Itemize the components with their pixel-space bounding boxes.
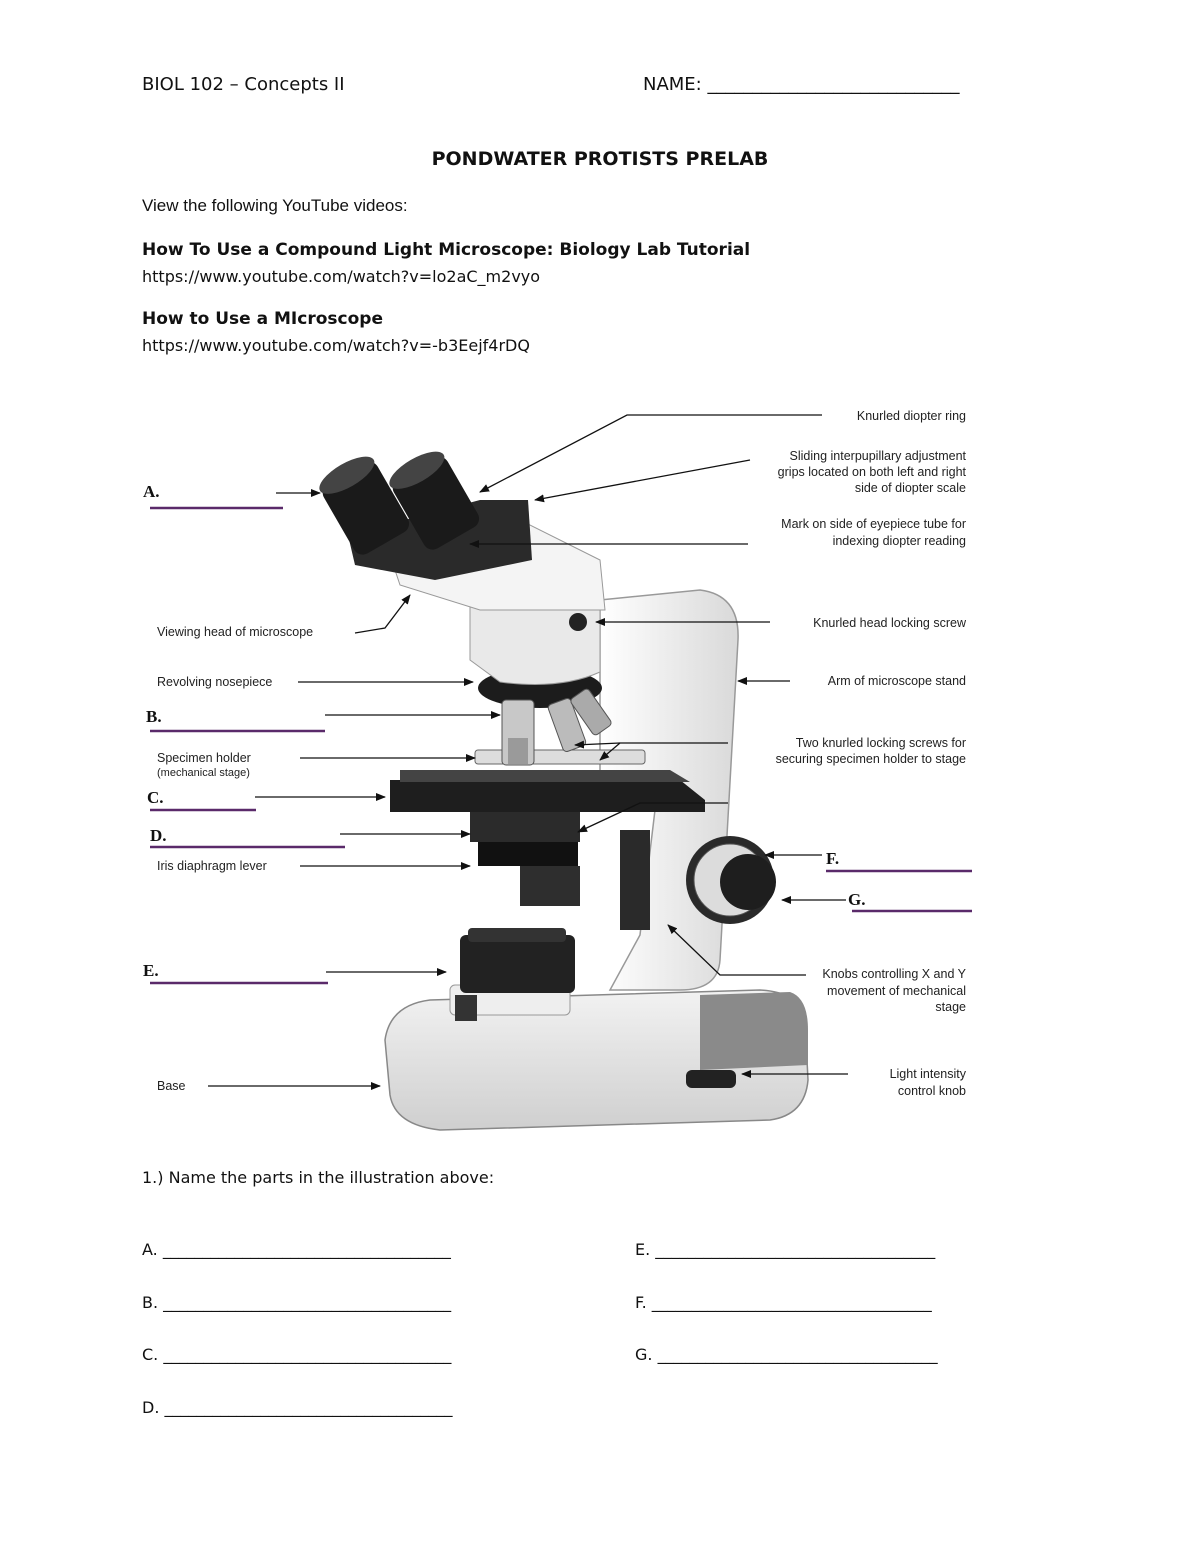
label-knobs-xy-1: Knobs controlling X and Y — [822, 967, 966, 981]
video-url-1[interactable]: https://www.youtube.com/watch?v=lo2aC_m2… — [142, 267, 541, 286]
label-g: G. — [848, 890, 865, 909]
answer-a[interactable]: A. ____________________________________ — [142, 1240, 451, 1259]
label-specimen-holder: Specimen holder — [157, 751, 251, 765]
label-mechanical-stage: (mechanical stage) — [157, 767, 250, 779]
video-title-1: How To Use a Compound Light Microscope: … — [142, 240, 751, 260]
question-prompt: 1.) Name the parts in the illustration a… — [142, 1168, 495, 1187]
label-f: F. — [826, 849, 839, 868]
label-b: B. — [146, 707, 162, 726]
label-knobs-xy-3: stage — [935, 1000, 966, 1014]
label-interpupillary-2: grips located on both left and right — [778, 465, 967, 479]
label-c: C. — [147, 788, 164, 807]
page-title: PONDWATER PROTISTS PRELAB — [431, 148, 769, 170]
label-a: A. — [143, 482, 160, 501]
label-diopter-ring: Knurled diopter ring — [857, 409, 966, 423]
video-url-2[interactable]: https://www.youtube.com/watch?v=-b3Eejf4… — [142, 336, 530, 355]
label-interpupillary-1: Sliding interpupillary adjustment — [790, 449, 967, 463]
label-locking-screws-2: securing specimen holder to stage — [776, 752, 966, 766]
answer-b[interactable]: B. ____________________________________ — [142, 1293, 452, 1312]
label-base: Base — [157, 1079, 186, 1093]
label-nosepiece: Revolving nosepiece — [157, 675, 272, 689]
label-light-2: control knob — [898, 1084, 966, 1098]
course-label: BIOL 102 – Concepts II — [142, 74, 345, 95]
label-eyepiece-mark-1: Mark on side of eyepiece tube for — [781, 517, 966, 531]
label-head-screw: Knurled head locking screw — [813, 616, 967, 630]
label-iris: Iris diaphragm lever — [157, 859, 267, 873]
answer-f[interactable]: F. ___________________________________ — [635, 1293, 932, 1312]
microscope-illustration — [319, 451, 809, 1131]
name-field-label: NAME: ____________________________ — [643, 74, 960, 95]
label-arm: Arm of microscope stand — [828, 674, 966, 688]
answer-e[interactable]: E. ___________________________________ — [635, 1240, 936, 1259]
label-interpupillary-3: side of diopter scale — [855, 481, 966, 495]
answer-g[interactable]: G. ___________________________________ — [635, 1345, 938, 1364]
instructions: View the following YouTube videos: — [142, 196, 408, 215]
label-viewing-head: Viewing head of microscope — [157, 625, 313, 639]
answer-lines — [150, 506, 972, 985]
leader-lines — [208, 414, 848, 1090]
label-eyepiece-mark-2: indexing diopter reading — [833, 534, 966, 548]
label-e: E. — [143, 961, 159, 980]
label-light-1: Light intensity — [890, 1067, 967, 1081]
label-d: D. — [150, 826, 167, 845]
answer-c[interactable]: C. ____________________________________ — [142, 1345, 452, 1364]
label-knobs-xy-2: movement of mechanical — [827, 984, 966, 998]
video-title-2: How to Use a MIcroscope — [142, 309, 383, 329]
answer-d[interactable]: D. ____________________________________ — [142, 1398, 453, 1417]
label-locking-screws-1: Two knurled locking screws for — [796, 736, 966, 750]
